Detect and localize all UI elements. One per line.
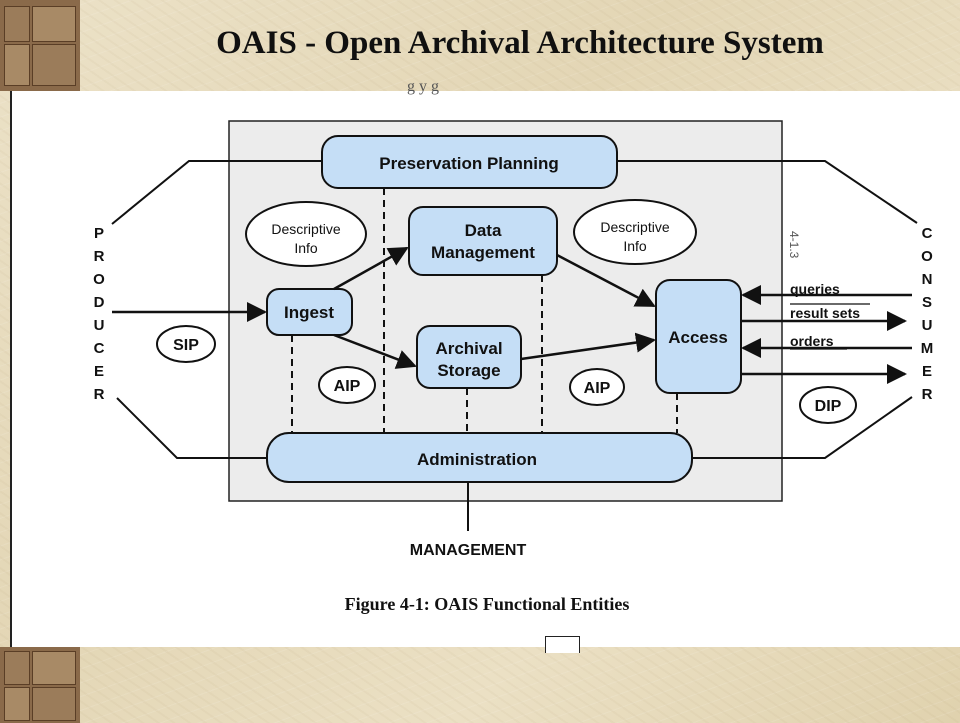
producer-letter: R bbox=[94, 386, 105, 403]
data-management-label: Management bbox=[431, 243, 535, 262]
arrow-archival-storage-to-access bbox=[520, 332, 656, 361]
producer-letter: O bbox=[93, 271, 105, 288]
producer-letter: C bbox=[94, 340, 105, 357]
slide-title: OAIS - Open Archival Architecture System bbox=[216, 24, 824, 61]
data-management-box bbox=[408, 206, 558, 276]
queries-label: queries bbox=[790, 281, 840, 297]
ingest-label: Ingest bbox=[284, 303, 334, 322]
tile bbox=[32, 687, 76, 721]
consumer-letter: S bbox=[922, 294, 932, 311]
corner-tiles-bottom bbox=[0, 647, 80, 723]
figure-area: g y g bbox=[10, 78, 960, 653]
archival-storage-label: Archival bbox=[435, 339, 502, 358]
descriptive-info-oval-left bbox=[245, 201, 367, 267]
side-note: 4-1.3 bbox=[787, 231, 801, 259]
producer-bracket-bottom bbox=[116, 397, 267, 459]
sip-label: SIP bbox=[173, 337, 199, 354]
administration-label: Administration bbox=[417, 450, 537, 469]
aip-label: AIP bbox=[584, 380, 611, 397]
tile bbox=[32, 651, 76, 685]
arrow-ingest-to-archival-storage bbox=[333, 333, 417, 369]
producer-letter: R bbox=[94, 248, 105, 265]
corner-tiles-top bbox=[0, 0, 80, 91]
producer-label: P R O D U C E R bbox=[93, 225, 105, 403]
descriptive-info-label: Info bbox=[294, 240, 318, 256]
consumer-bracket-top bbox=[617, 160, 918, 224]
consumer-letter: R bbox=[922, 386, 933, 403]
preservation-planning-label: Preservation Planning bbox=[379, 154, 559, 173]
administration-box bbox=[266, 432, 693, 483]
producer-bracket-top bbox=[111, 160, 322, 225]
ingest-box bbox=[266, 288, 353, 336]
descriptive-info-label: Descriptive bbox=[600, 219, 669, 235]
consumer-bracket-bottom bbox=[692, 396, 913, 459]
figure-caption: Figure 4-1: OAIS Functional Entities bbox=[344, 594, 630, 614]
access-box bbox=[655, 279, 742, 394]
descriptive-info-oval-right bbox=[573, 199, 697, 265]
tile bbox=[4, 6, 30, 42]
aip-label: AIP bbox=[334, 378, 361, 395]
consumer-letter: O bbox=[921, 248, 933, 265]
result-sets-label: result sets bbox=[790, 305, 860, 321]
tile bbox=[32, 44, 76, 86]
consumer-letter: E bbox=[922, 363, 932, 380]
arrow-data-management-to-access bbox=[556, 253, 656, 308]
dip-oval bbox=[799, 386, 857, 424]
consumer-label: C O N S U M E R bbox=[921, 225, 934, 403]
tile bbox=[32, 6, 76, 42]
arrow-ingest-to-data-management bbox=[333, 246, 409, 291]
consumer-letter: M bbox=[921, 340, 934, 357]
descriptive-info-label: Descriptive bbox=[271, 221, 340, 237]
tile bbox=[4, 651, 30, 685]
oais-diagram: Preservation Planning Data Management In… bbox=[93, 120, 934, 559]
producer-letter: P bbox=[94, 225, 104, 242]
consumer-letter: C bbox=[922, 225, 933, 242]
data-management-label: Data bbox=[465, 221, 502, 240]
dip-label: DIP bbox=[815, 398, 842, 415]
aip-oval-right bbox=[569, 368, 625, 406]
clipped-text: g y g bbox=[407, 78, 439, 95]
archival-storage-label: Storage bbox=[437, 361, 500, 380]
tile bbox=[4, 44, 30, 86]
consumer-letter: U bbox=[922, 317, 933, 334]
producer-letter: U bbox=[94, 317, 105, 334]
producer-letter: D bbox=[94, 294, 105, 311]
access-label: Access bbox=[668, 328, 728, 347]
preservation-planning-box bbox=[321, 135, 618, 189]
management-label: MANAGEMENT bbox=[410, 542, 527, 559]
orders-label: orders bbox=[790, 333, 834, 349]
aip-oval-left bbox=[318, 366, 376, 404]
sip-oval bbox=[156, 325, 216, 363]
descriptive-info-label: Info bbox=[623, 238, 647, 254]
page-number-box bbox=[545, 636, 580, 653]
archival-storage-box bbox=[416, 325, 522, 389]
tile bbox=[4, 687, 30, 721]
consumer-letter: N bbox=[922, 271, 933, 288]
producer-letter: E bbox=[94, 363, 104, 380]
